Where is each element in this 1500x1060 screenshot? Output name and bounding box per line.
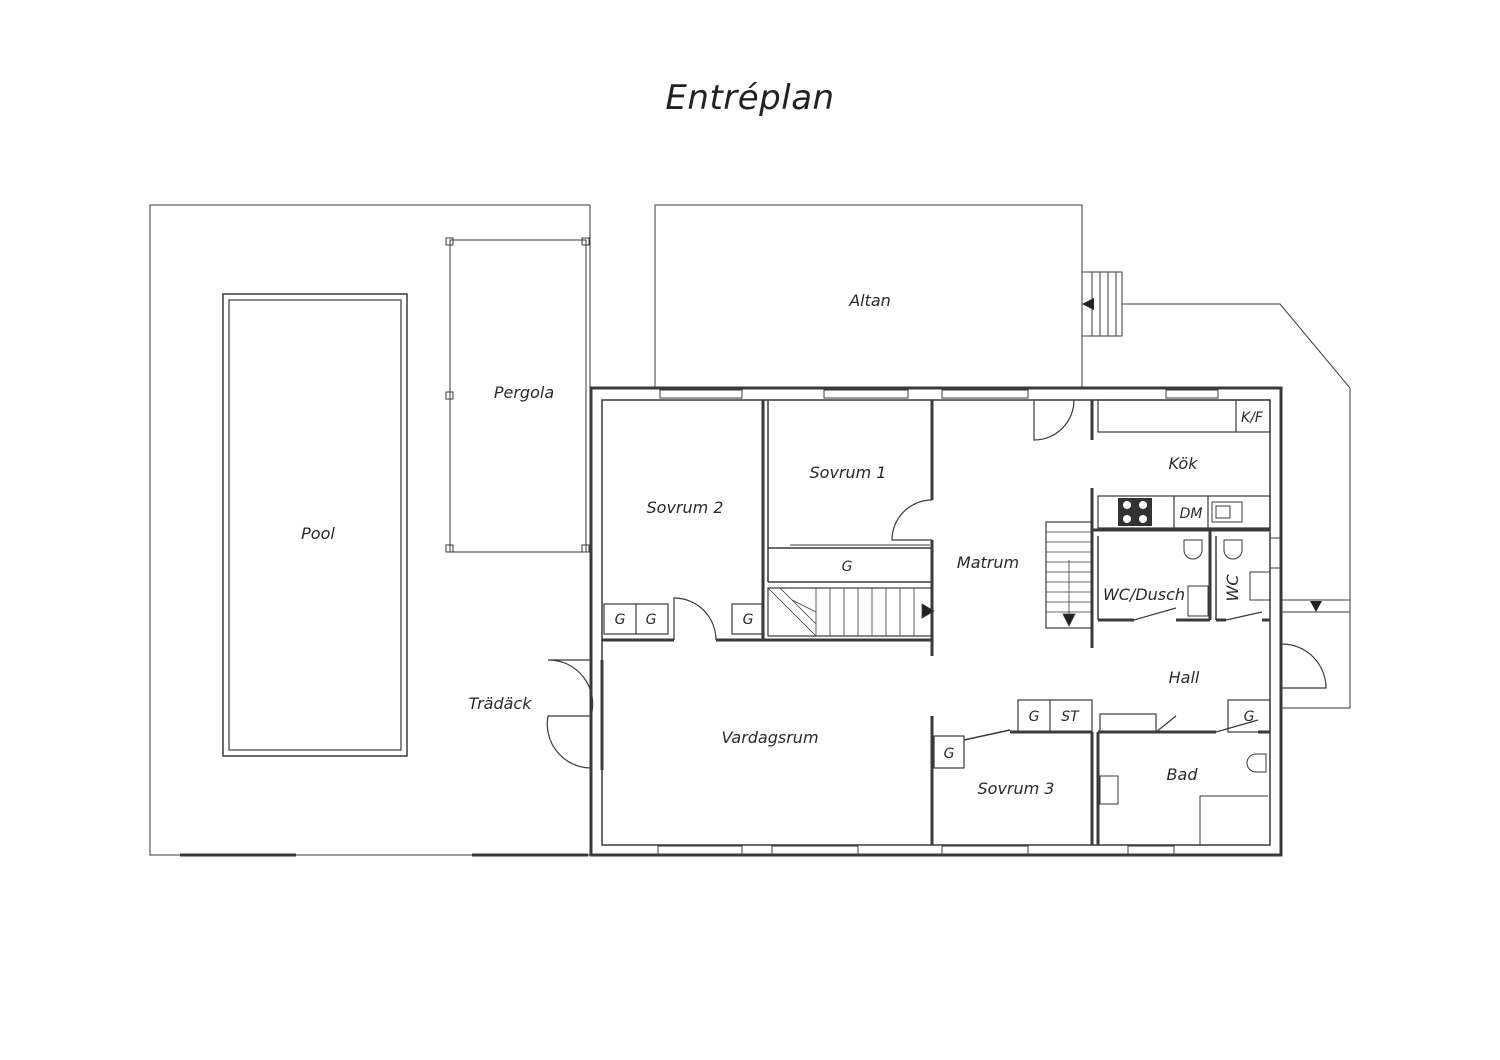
pergola [445, 237, 590, 553]
room-label-vardagsrum: Vardagsrum [721, 728, 818, 747]
room-label-pool: Pool [301, 524, 335, 543]
closet-label: G [646, 612, 657, 628]
arrow-icon [1310, 601, 1322, 612]
basins [1099, 571, 1271, 805]
fridge-freezer-label: K/F [1241, 410, 1264, 426]
room-label-wc: WC [1223, 574, 1242, 602]
arrow-icon [1062, 613, 1076, 627]
storage-label: ST [1061, 709, 1080, 725]
room-label-sovrum2: Sovrum 2 [647, 498, 724, 517]
room-label-hall: Hall [1169, 668, 1200, 687]
arrow-icon [1082, 298, 1094, 310]
closet-label: G [1244, 709, 1255, 725]
sink [1211, 501, 1243, 523]
room-label-pergola: Pergola [494, 383, 554, 402]
room-label-bad: Bad [1167, 765, 1199, 784]
house-walls [589, 386, 1283, 857]
room-label-wc-dusch: WC/Dusch [1103, 585, 1185, 604]
room-label-tradack: Trädäck [469, 694, 533, 713]
site-boundary [149, 204, 591, 857]
closet-label: G [944, 746, 955, 762]
room-label-kok: Kök [1169, 454, 1199, 473]
closet-label: G [743, 612, 754, 628]
dishwasher-label: DM [1180, 506, 1203, 522]
side-path [1122, 303, 1351, 709]
plan-title: Entréplan [665, 78, 835, 118]
arrow-icon [921, 603, 935, 619]
room-label-sovrum1: Sovrum 1 [810, 463, 887, 482]
stove [1118, 498, 1152, 526]
interior-walls [546, 399, 1327, 845]
room-label-altan: Altan [848, 291, 891, 310]
room-label-sovrum3: Sovrum 3 [978, 779, 1055, 798]
closet-label: G [842, 559, 853, 575]
pool [222, 293, 408, 757]
closet-label: G [1029, 709, 1040, 725]
stair-treads [767, 531, 1092, 637]
closet-label: G [615, 612, 626, 628]
room-label-matrum: Matrum [957, 553, 1019, 572]
toilets [1183, 537, 1281, 773]
